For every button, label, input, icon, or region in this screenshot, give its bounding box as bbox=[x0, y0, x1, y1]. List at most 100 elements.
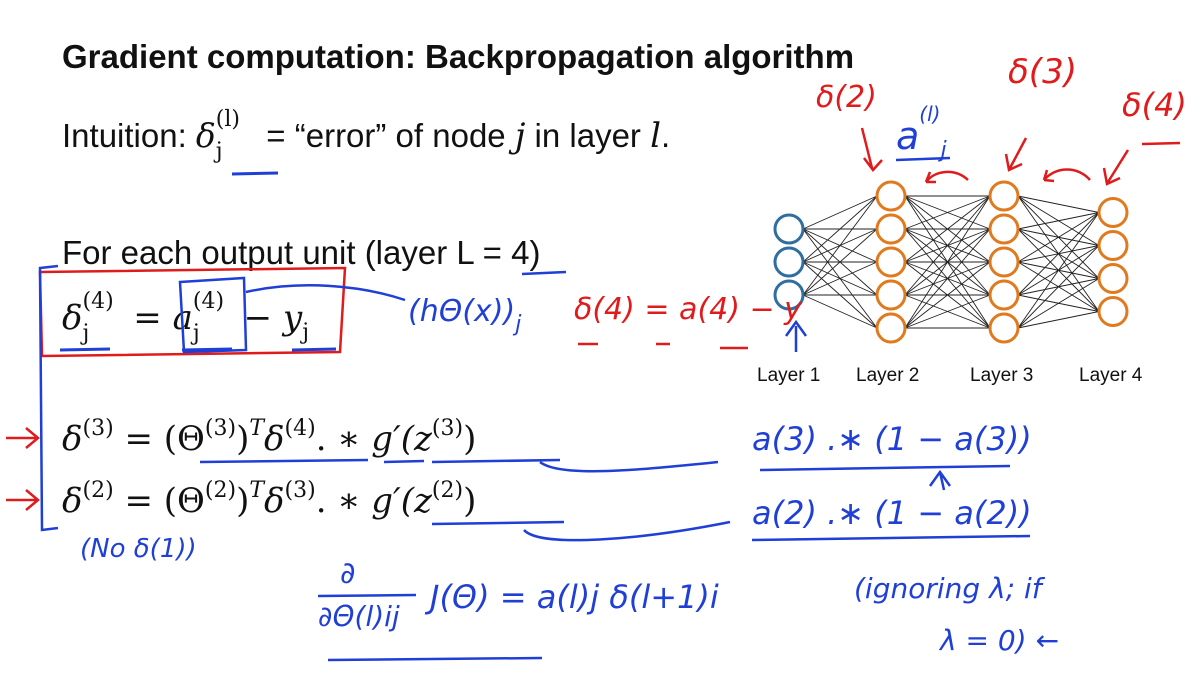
eq1-y: y bbox=[282, 298, 303, 338]
intuition-math: δ(l)j bbox=[196, 107, 266, 164]
eq3-mid: = (Θ bbox=[113, 481, 205, 521]
edge-l3-1-to-l4-0 bbox=[1017, 212, 1100, 230]
edge-l3-4-to-l4-2 bbox=[1017, 278, 1100, 329]
underline-eq1-delta bbox=[59, 347, 111, 352]
red-arrow-eq2 bbox=[6, 427, 40, 449]
node-layer3-unit3 bbox=[988, 246, 1020, 278]
red-underline-delta4 bbox=[1141, 141, 1181, 146]
eq2-left-sup: (3) bbox=[82, 416, 114, 441]
node-layer4-unit1 bbox=[1097, 197, 1129, 228]
underline-eq1-y bbox=[291, 347, 337, 352]
edge-l2-2-to-l3-0 bbox=[904, 195, 991, 263]
network-nodes bbox=[773, 180, 1129, 344]
red-underlines-eq bbox=[578, 342, 748, 350]
partial-rhs: J(Θ) = a(l)j δ(l+1)i bbox=[430, 578, 719, 616]
layer-label-3: Layer 3 bbox=[970, 365, 1034, 386]
node-layer3-unit5 bbox=[988, 312, 1020, 344]
underline-eq2-op bbox=[383, 459, 425, 464]
edge-l1-2-to-l2-1 bbox=[802, 228, 878, 296]
edge-l1-1-to-l2-0 bbox=[802, 195, 878, 263]
blue-aj: a bbox=[896, 114, 920, 158]
a3-term: a(3) .∗ (1 − a(3)) bbox=[752, 420, 1032, 458]
edge-l3-2-to-l4-0 bbox=[1017, 212, 1100, 263]
intuition-super: (l) bbox=[215, 107, 240, 132]
eq2-z-sup: (3) bbox=[431, 416, 464, 441]
node-layer2-unit4 bbox=[875, 279, 907, 311]
eq1-delta: δ bbox=[62, 298, 83, 338]
eq3-left: δ bbox=[62, 481, 83, 521]
edge-l2-1-to-l3-0 bbox=[904, 195, 991, 230]
underline-intuition-delta bbox=[231, 171, 279, 176]
edge-l3-4-to-l4-0 bbox=[1017, 212, 1100, 329]
edge-l2-4-to-l3-1 bbox=[904, 228, 991, 329]
red-delta4-equation: δ(4) = a(4) − y bbox=[574, 292, 802, 327]
intuition-prefix: Intuition: bbox=[62, 117, 187, 154]
intuition-mid: in layer bbox=[525, 117, 651, 154]
eq3-delta-sup: (3) bbox=[284, 478, 316, 503]
edge-l2-3-to-l3-0 bbox=[904, 195, 991, 296]
eq3-close: ) bbox=[463, 481, 477, 521]
equation-delta2: δ(2) = (Θ(2))Tδ(3). ∗ g′(z(2)) bbox=[62, 478, 476, 521]
equation-delta3: δ(3) = (Θ(3))Tδ(4). ∗ g′(z(3)) bbox=[62, 416, 476, 459]
node-layer2-unit3 bbox=[875, 246, 907, 278]
eq1-a-sub: j bbox=[192, 321, 200, 346]
partial-denominator: ∂Θ(l)ij bbox=[318, 600, 400, 633]
h-theta-sub: j bbox=[515, 312, 522, 337]
slide-title: Gradient computation: Backpropagation al… bbox=[62, 38, 855, 75]
eq1-a-super: (4) bbox=[192, 289, 225, 314]
node-layer2-unit5 bbox=[875, 312, 907, 344]
layer-label-4: Layer 4 bbox=[1079, 365, 1143, 386]
ignoring-note: (ignoring λ; if bbox=[854, 572, 1042, 605]
eq2-t: ) bbox=[236, 419, 250, 459]
intuition-eq: = “error” of node bbox=[266, 117, 515, 154]
blue-left-bracket bbox=[38, 264, 59, 532]
eq1-equals: = bbox=[122, 298, 173, 338]
equation-delta4: δ(4)j = a(4)j − yj bbox=[62, 289, 309, 346]
a2-term: a(2) .∗ (1 − a(2)) bbox=[752, 494, 1032, 532]
node-layer3-unit2 bbox=[988, 213, 1020, 245]
eq2-g: g′(z bbox=[371, 419, 432, 459]
red-arrow-layer2 bbox=[860, 127, 883, 172]
eq1-minus: − bbox=[232, 298, 283, 338]
edge-l2-4-to-l3-0 bbox=[904, 195, 991, 329]
caret-arrow bbox=[928, 469, 952, 491]
edge-l3-3-to-l4-0 bbox=[1017, 212, 1100, 296]
underline-eq2-theta bbox=[199, 458, 369, 464]
red-arrow-layer3 bbox=[1004, 137, 1028, 172]
edge-l2-4-to-l3-3 bbox=[904, 294, 991, 329]
blue-aj-sup: (l) bbox=[919, 102, 941, 126]
node-layer1-unit1 bbox=[773, 213, 805, 245]
eq3-op: . ∗ bbox=[315, 481, 372, 521]
layer-label-1: Layer 1 bbox=[757, 365, 821, 386]
node-layer4-unit2 bbox=[1097, 230, 1129, 261]
intuition-line: Intuition: δ(l)j = “error” of node j in … bbox=[62, 107, 670, 164]
link-eq2-to-a3 bbox=[539, 460, 719, 473]
red-arrow-layer4 bbox=[1102, 149, 1130, 186]
eq3-g: g′(z bbox=[371, 481, 432, 521]
edge-l2-4-to-l3-2 bbox=[904, 261, 991, 329]
node-layer4-unit3 bbox=[1097, 263, 1129, 294]
h-theta: (hΘ(x)) bbox=[408, 294, 516, 329]
lambda-zero-note: λ = 0) ← bbox=[940, 624, 1059, 657]
eq1-super: (4) bbox=[82, 289, 114, 314]
intuition-sub: j bbox=[215, 139, 223, 164]
red-delta2-label: δ(2) bbox=[816, 80, 877, 115]
h-theta-label: (hΘ(x))j bbox=[408, 294, 521, 337]
blue-aj-sub: j bbox=[940, 138, 947, 163]
intuition-l: l bbox=[650, 116, 661, 156]
node-layer4-unit4 bbox=[1097, 296, 1129, 327]
node-layer2-unit2 bbox=[875, 213, 907, 245]
edge-l3-0-to-l4-0 bbox=[1017, 195, 1100, 213]
partial-numerator: ∂ bbox=[340, 556, 356, 591]
eq2-mid: = (Θ bbox=[113, 419, 205, 459]
eq3-T: T bbox=[249, 478, 265, 503]
blue-connector bbox=[245, 284, 406, 302]
eq3-t: ) bbox=[236, 481, 250, 521]
edge-l3-4-to-l4-1 bbox=[1017, 245, 1100, 329]
eq2-left: δ bbox=[62, 419, 83, 459]
edge-l1-2-to-l2-0 bbox=[802, 195, 878, 296]
underline-a2-term bbox=[751, 534, 1031, 542]
for-each-line: For each output unit (layer L = 4) bbox=[62, 234, 541, 271]
link-eq3-to-a2 bbox=[523, 520, 731, 542]
